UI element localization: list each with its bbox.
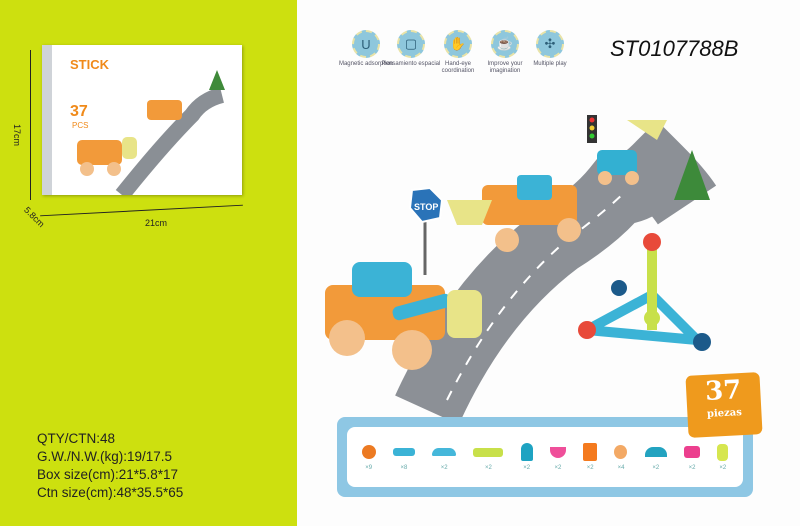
scoop-icon: [684, 446, 701, 458]
cab-icon: [520, 443, 533, 461]
part-qty: ×4: [617, 465, 625, 471]
spec-weight: G.W./N.W.(kg):19/17.5: [37, 449, 173, 464]
part-cylinder: ×2: [717, 443, 729, 471]
stop-sign-text: STOP: [414, 202, 438, 212]
long-stick-icon: [473, 447, 504, 457]
part-qty: ×2: [652, 465, 660, 471]
spec-ctn-size: Ctn size(cm):48*35.5*65: [37, 485, 184, 500]
house-piece-icon: [583, 443, 598, 461]
spec-qty: QTY/CTN:48: [37, 431, 116, 446]
feature-spatial: ▢Pensamiento espacial: [381, 30, 441, 68]
part-angle-connector: ×2: [644, 443, 667, 471]
part-bucket: ×2: [549, 443, 566, 471]
box-width-label: 21cm: [145, 218, 168, 228]
box-count-unit: PCS: [72, 121, 89, 130]
box-count: 37: [70, 103, 88, 120]
angle-connector-icon: [644, 447, 667, 457]
box-brand: STICK: [70, 57, 109, 72]
part-curved-stick: ×2: [432, 443, 457, 471]
part-scoop: ×2: [684, 443, 701, 471]
imagination-icon: ☕: [491, 30, 519, 58]
feature-hand-eye: ✋Hand-eye coordination: [428, 30, 488, 75]
part-wheel: ×4: [614, 443, 628, 471]
packing-specs: QTY/CTN:48 G.W./N.W.(kg):19/17.5 Box siz…: [37, 430, 183, 502]
part-qty: ×2: [523, 465, 531, 471]
shapes-icon: ✣: [536, 30, 564, 58]
feature-multiple-play: ✣Multiple play: [520, 30, 580, 68]
left-panel: 17cm 5.8cm 21cm STICK 37 PCS QTY/CTN:48 …: [0, 0, 297, 526]
part-qty: ×2: [586, 465, 594, 471]
spec-box-size: Box size(cm):21*5.8*17: [37, 467, 179, 482]
part-qty: ×2: [440, 465, 448, 471]
part-qty: ×2: [719, 465, 727, 471]
part-qty: ×2: [688, 465, 696, 471]
part-qty: ×2: [554, 465, 562, 471]
cylinder-icon: [717, 443, 729, 461]
part-stick: ×8: [392, 443, 415, 471]
box-depth-label: 5.8cm: [22, 204, 47, 230]
box-height-label: 17cm: [12, 123, 23, 147]
product-scene-image: STOP: [325, 115, 717, 420]
ball-icon: [361, 445, 376, 459]
part-house-piece: ×2: [583, 443, 598, 471]
product-box-image: STICK 37 PCS: [42, 45, 242, 195]
part-qty: ×8: [400, 465, 408, 471]
feature-imagination: ☕Improve your imagination: [475, 30, 535, 75]
wheel-icon: [614, 445, 628, 459]
part-qty: ×9: [365, 465, 373, 471]
part-cab: ×2: [520, 443, 533, 471]
part-qty: ×2: [485, 465, 492, 471]
magnet-icon: U: [352, 30, 380, 58]
stick-icon: [392, 448, 415, 456]
cube-icon: ▢: [397, 30, 425, 58]
model-number: ST0107788B: [610, 36, 739, 61]
part-long-stick: ×2: [473, 443, 504, 471]
piece-count-badge: 37 piezas: [685, 372, 763, 438]
curved-stick-icon: [432, 448, 457, 456]
bucket-icon: [549, 446, 566, 458]
part-ball: ×9: [361, 443, 376, 471]
parts-list: ×9 ×8 ×2 ×2 ×2 ×2 ×2 ×4 ×2 ×2 ×2: [337, 417, 753, 497]
hand-eye-icon: ✋: [444, 30, 472, 58]
